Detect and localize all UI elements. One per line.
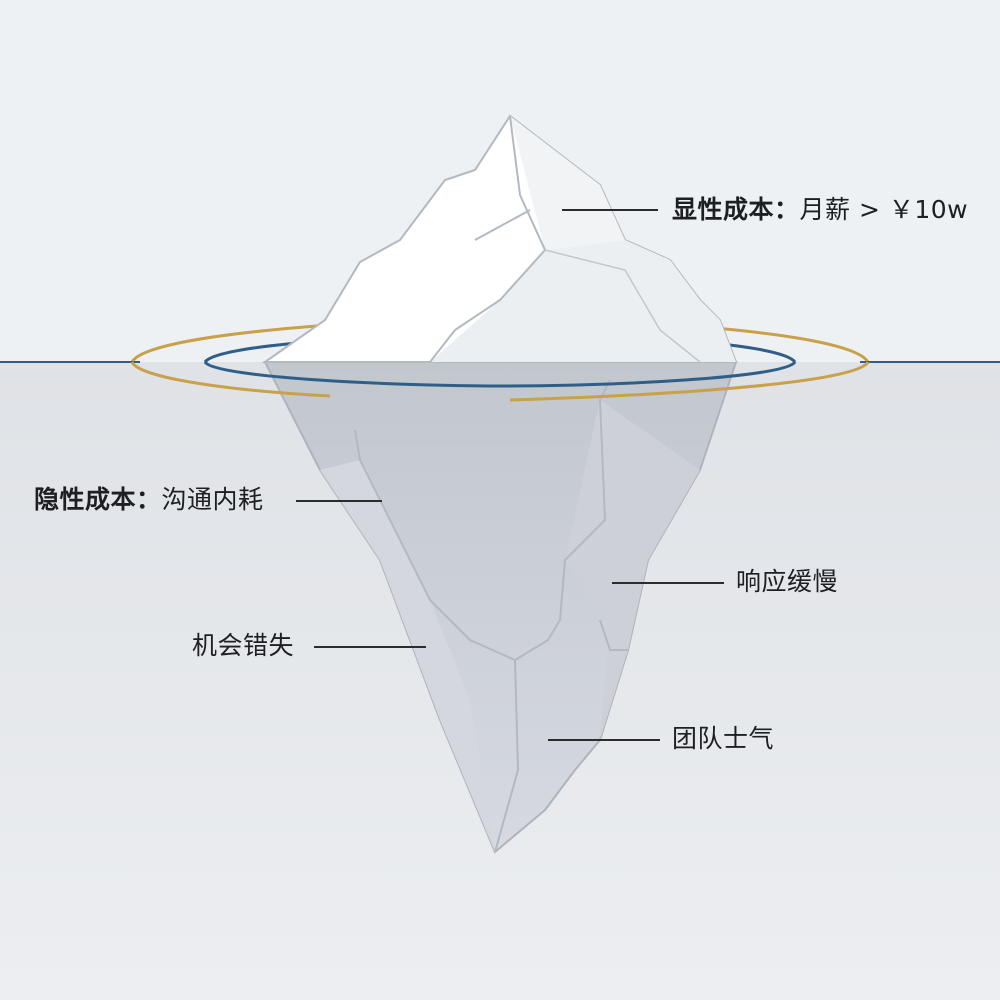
label-hidden-value: 沟通内耗 — [161, 485, 264, 514]
gold-ring-front-left — [130, 361, 331, 398]
label-slow-response: 响应缓慢 — [736, 567, 839, 596]
label-explicit-title: 显性成本： — [672, 195, 800, 224]
label-hidden-cost: 隐性成本：沟通内耗 — [34, 484, 264, 516]
label-team-morale: 团队士气 — [672, 724, 775, 753]
label-missed-opportunity: 机会错失 — [192, 631, 295, 660]
gold-ring-front-right — [509, 360, 870, 402]
label-explicit-value: 月薪 > ￥10w — [799, 195, 969, 224]
leader-missed-opportunity — [314, 646, 426, 648]
leader-team-morale — [548, 739, 660, 741]
iceberg-underwater — [263, 361, 738, 854]
label-explicit-cost: 显性成本：月薪 > ￥10w — [672, 194, 968, 226]
leader-slow-response — [612, 582, 724, 584]
blue-ring-front — [203, 360, 797, 388]
leader-explicit — [562, 209, 658, 211]
label-hidden-title: 隐性成本： — [34, 485, 162, 514]
iceberg-tip — [261, 114, 738, 363]
leader-hidden — [296, 500, 382, 502]
